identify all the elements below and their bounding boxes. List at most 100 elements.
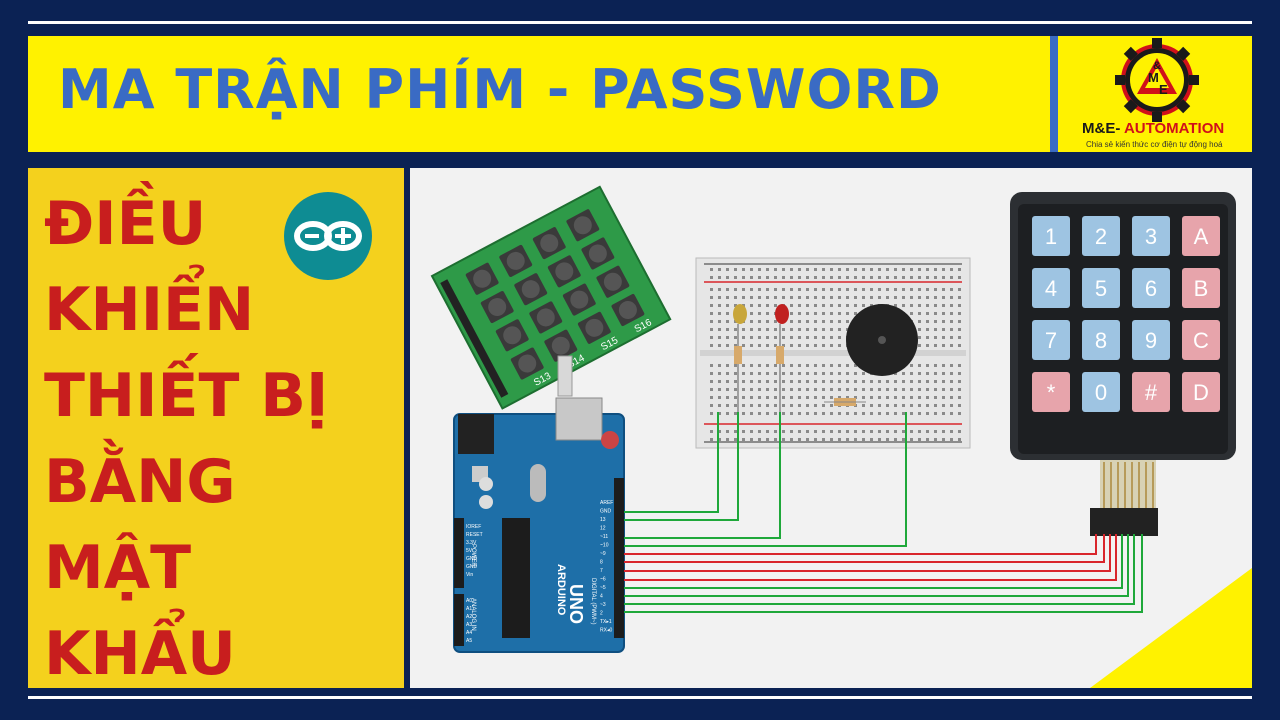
breadboard-hole bbox=[830, 276, 833, 279]
breadboard-hole bbox=[894, 388, 897, 391]
breadboard-hole bbox=[870, 304, 873, 307]
keypad-key-label: 3 bbox=[1145, 224, 1157, 249]
breadboard-hole bbox=[790, 276, 793, 279]
breadboard-hole bbox=[918, 336, 921, 339]
breadboard-hole bbox=[958, 364, 961, 367]
breadboard-hole bbox=[710, 328, 713, 331]
board-header-label: 8 bbox=[600, 560, 603, 566]
breadboard-hole bbox=[934, 336, 937, 339]
breadboard-hole bbox=[758, 320, 761, 323]
breadboard-hole bbox=[766, 364, 769, 367]
breadboard-hole bbox=[798, 412, 801, 415]
breadboard-hole bbox=[726, 276, 729, 279]
keypad-key: # bbox=[1132, 372, 1170, 412]
breadboard-hole bbox=[806, 344, 809, 347]
breadboard-hole bbox=[926, 380, 929, 383]
breadboard-hole bbox=[758, 328, 761, 331]
matrix-button bbox=[480, 291, 514, 324]
breadboard-hole bbox=[918, 288, 921, 291]
breadboard-hole bbox=[862, 268, 865, 271]
bottom-rule bbox=[28, 696, 1252, 699]
breadboard-hole bbox=[774, 430, 777, 433]
breadboard-hole bbox=[806, 412, 809, 415]
breadboard-hole bbox=[870, 430, 873, 433]
side-line-2: KHIỂN bbox=[44, 275, 255, 345]
breadboard-hole bbox=[718, 404, 721, 407]
breadboard-hole bbox=[830, 438, 833, 441]
breadboard-hole bbox=[766, 396, 769, 399]
breadboard-hole bbox=[718, 312, 721, 315]
breadboard-hole bbox=[798, 430, 801, 433]
breadboard-hole bbox=[950, 288, 953, 291]
breadboard-hole bbox=[766, 388, 769, 391]
side-line-5: MẬT bbox=[44, 533, 192, 603]
breadboard-hole bbox=[846, 288, 849, 291]
board-power-label: 5V bbox=[466, 548, 473, 554]
breadboard-hole bbox=[806, 438, 809, 441]
circuit-wire bbox=[624, 534, 1143, 613]
breadboard-hole bbox=[846, 412, 849, 415]
breadboard-hole bbox=[718, 364, 721, 367]
breadboard-hole bbox=[790, 430, 793, 433]
circuit-wire bbox=[624, 534, 1135, 605]
keypad-key-label: A bbox=[1194, 224, 1209, 249]
circuit-wire bbox=[624, 412, 739, 521]
breadboard-hole bbox=[774, 380, 777, 383]
breadboard-hole bbox=[750, 296, 753, 299]
breadboard-hole bbox=[958, 372, 961, 375]
circuit-wire bbox=[624, 534, 1123, 589]
breadboard-hole bbox=[742, 328, 745, 331]
breadboard-hole bbox=[806, 304, 809, 307]
arduino-board: ARDUINO UNO DIGITAL (PWM~) POWER ANALOG … bbox=[453, 397, 625, 653]
breadboard-hole bbox=[790, 388, 793, 391]
breadboard-hole bbox=[710, 438, 713, 441]
breadboard-hole bbox=[814, 304, 817, 307]
breadboard-hole bbox=[806, 396, 809, 399]
breadboard-hole bbox=[926, 328, 929, 331]
breadboard-hole bbox=[870, 380, 873, 383]
keypad-key: D bbox=[1182, 372, 1220, 412]
breadboard-hole bbox=[822, 404, 825, 407]
breadboard-hole bbox=[918, 276, 921, 279]
breadboard-hole bbox=[910, 404, 913, 407]
breadboard-hole bbox=[774, 296, 777, 299]
breadboard-hole bbox=[710, 404, 713, 407]
keypad-key-label: 5 bbox=[1095, 276, 1107, 301]
breadboard-hole bbox=[774, 404, 777, 407]
keypad-key-label: # bbox=[1145, 380, 1158, 405]
board-power-label: Vin bbox=[466, 572, 473, 578]
breadboard-hole bbox=[814, 320, 817, 323]
breadboard-hole bbox=[838, 388, 841, 391]
breadboard-hole bbox=[894, 372, 897, 375]
breadboard-hole bbox=[926, 396, 929, 399]
breadboard-hole bbox=[718, 430, 721, 433]
board-header-label: RX◂0 bbox=[600, 628, 612, 634]
breadboard-hole bbox=[830, 412, 833, 415]
breadboard-hole bbox=[822, 438, 825, 441]
breadboard-hole bbox=[958, 336, 961, 339]
breadboard-hole bbox=[838, 344, 841, 347]
breadboard-hole bbox=[814, 344, 817, 347]
side-line-3: THIẾT BỊ bbox=[44, 361, 329, 431]
breadboard-hole bbox=[926, 364, 929, 367]
breadboard-hole bbox=[854, 276, 857, 279]
keypad-key-label: 1 bbox=[1045, 224, 1057, 249]
breadboard-hole bbox=[838, 430, 841, 433]
breadboard-hole bbox=[950, 372, 953, 375]
circuit-wire bbox=[624, 412, 719, 513]
breadboard-hole bbox=[710, 364, 713, 367]
breadboard-hole bbox=[862, 380, 865, 383]
breadboard-hole bbox=[814, 268, 817, 271]
keypad-key-label: C bbox=[1193, 328, 1209, 353]
side-panel: ĐIỀU KHIỂN THIẾT BỊ BẰNG MẬT KHẨU bbox=[28, 168, 404, 688]
breadboard-hole bbox=[790, 304, 793, 307]
keypad-key: 2 bbox=[1082, 216, 1120, 256]
breadboard-hole bbox=[806, 364, 809, 367]
breadboard-hole bbox=[710, 312, 713, 315]
circuit-wire bbox=[624, 534, 1117, 581]
breadboard-hole bbox=[846, 438, 849, 441]
breadboard-hole bbox=[742, 430, 745, 433]
breadboard-hole bbox=[726, 430, 729, 433]
side-line-6: KHẨU bbox=[44, 619, 236, 689]
breadboard-hole bbox=[910, 268, 913, 271]
